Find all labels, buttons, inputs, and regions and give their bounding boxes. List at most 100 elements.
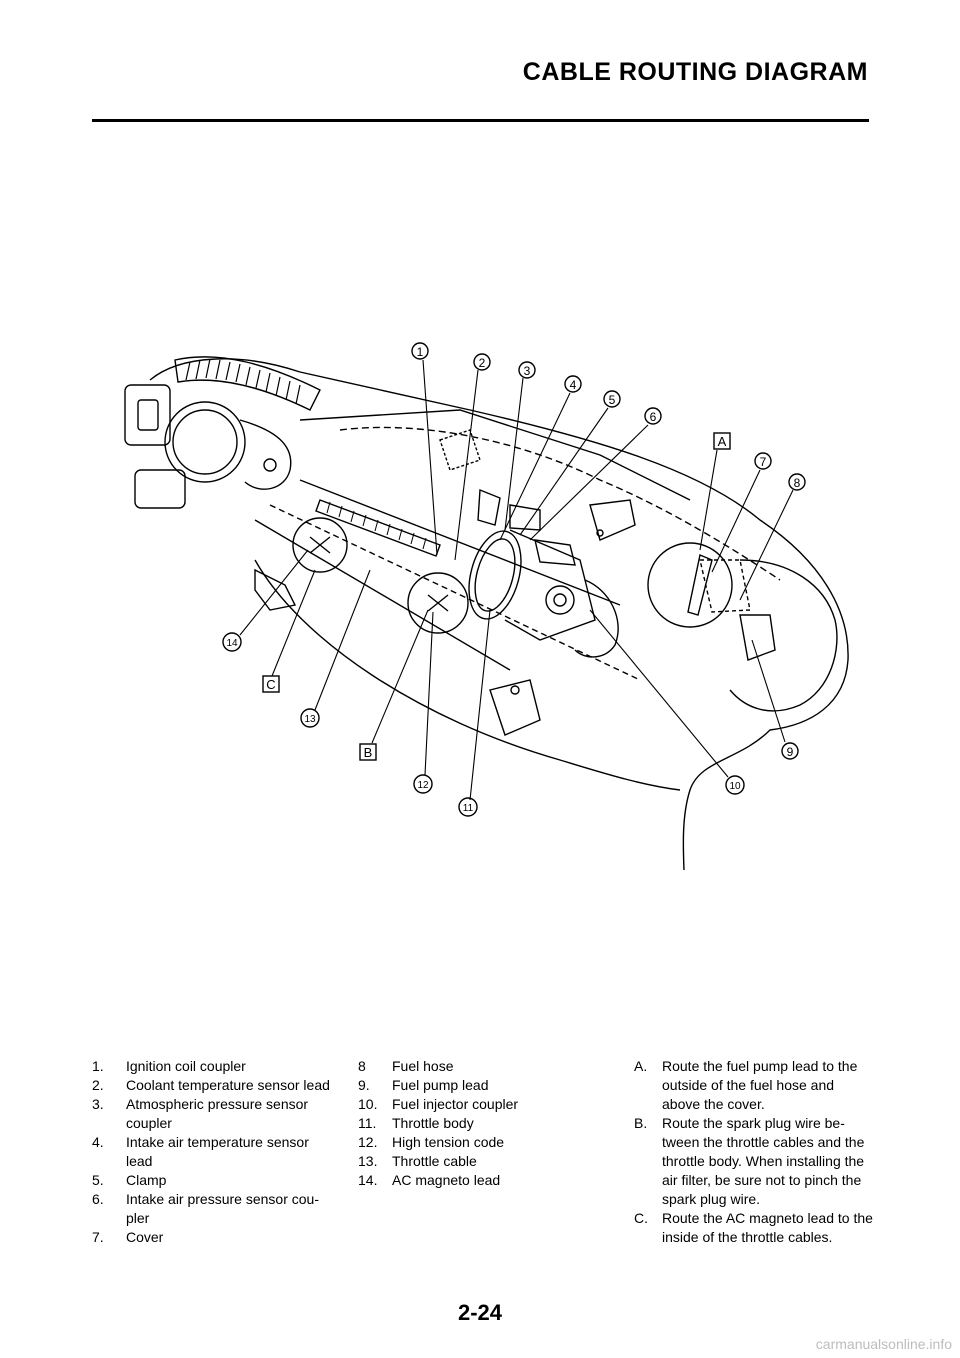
upper-frame-line bbox=[299, 409, 691, 501]
legend-item: 13.Throttle cable bbox=[358, 1153, 477, 1169]
callout-11: 11 bbox=[458, 797, 478, 817]
callout-9: 9 bbox=[781, 742, 799, 760]
letter-box-a: A bbox=[713, 432, 731, 450]
letter-box-b: B bbox=[359, 743, 377, 761]
ignition-coil-coupler bbox=[124, 384, 171, 446]
cylinder-head-hatching bbox=[185, 358, 301, 405]
callout-4-label: 4 bbox=[570, 378, 577, 392]
lower-bracket bbox=[489, 679, 541, 736]
callout-2: 2 bbox=[473, 353, 491, 371]
subframe-line-3 bbox=[254, 519, 511, 671]
throttle-body-flange bbox=[468, 530, 522, 620]
legend-item: 12.High tension code bbox=[358, 1134, 505, 1150]
callout-5: 5 bbox=[603, 390, 621, 408]
throttle-body-housing bbox=[504, 529, 596, 641]
ignition-coil-body bbox=[164, 401, 246, 483]
throttle-body-bore bbox=[474, 538, 516, 612]
letter-b-label: B bbox=[364, 745, 373, 760]
frame-outline bbox=[149, 358, 849, 871]
rear-fender bbox=[729, 559, 838, 712]
callout-11-label: 11 bbox=[463, 803, 474, 814]
cylinder-head-band bbox=[174, 356, 321, 411]
callout-13: 13 bbox=[300, 708, 320, 728]
callout-7: 7 bbox=[754, 452, 772, 470]
fuel-pump-cover bbox=[699, 559, 751, 613]
coupler-inner bbox=[137, 399, 159, 431]
callout-9-label: 9 bbox=[787, 745, 794, 759]
callout-1: 1 bbox=[411, 342, 429, 360]
legend-item: 6.Intake air pressure sensor cou-pler bbox=[92, 1191, 319, 1226]
sensor-bundle bbox=[439, 429, 481, 471]
magneto-coupler bbox=[254, 568, 297, 611]
callout-6-label: 6 bbox=[650, 410, 657, 424]
callout-14: 14 bbox=[222, 632, 242, 652]
routing-note-a: A.Route the fuel pump lead to the outsid… bbox=[634, 1058, 858, 1112]
detail-c-cross-2 bbox=[309, 536, 331, 554]
routing-note-b: B.Route the spark plug wire be-tween the… bbox=[634, 1115, 865, 1207]
legend-item: 3.Atmospheric pressure sensor coupler bbox=[92, 1096, 309, 1131]
page-number: 2-24 bbox=[457, 1300, 503, 1325]
legend-item: 1.Ignition coil coupler bbox=[92, 1058, 246, 1074]
callout-13-label: 13 bbox=[304, 714, 316, 725]
fuel-injector bbox=[534, 539, 576, 566]
callout-12: 12 bbox=[413, 774, 433, 794]
callout-1-label: 1 bbox=[417, 345, 424, 359]
letter-a-label: A bbox=[718, 434, 727, 449]
watermark: carmanualsonline.info bbox=[815, 1336, 952, 1352]
sensor-coupler bbox=[477, 488, 501, 526]
letter-box-c: C bbox=[262, 675, 280, 693]
cable-routing-illustration: 1 2 3 4 5 6 7 8 9 10 11 12 13 14 A B C bbox=[124, 342, 849, 871]
legend-item: 5.Clamp bbox=[92, 1172, 167, 1188]
air-filter-joint bbox=[574, 579, 619, 658]
tank-bracket bbox=[589, 499, 636, 541]
legend-item: 10.Fuel injector coupler bbox=[358, 1096, 519, 1112]
callout-8: 8 bbox=[788, 473, 806, 491]
legend-item: 7.Cover bbox=[92, 1229, 164, 1245]
callout-2-label: 2 bbox=[479, 356, 486, 370]
tank-line bbox=[339, 426, 781, 581]
sleeve-hatching bbox=[326, 501, 427, 550]
leader-lines bbox=[239, 359, 794, 801]
callout-3: 3 bbox=[518, 361, 536, 379]
lower-frame-line bbox=[254, 559, 681, 791]
callout-3-label: 3 bbox=[524, 364, 531, 378]
subframe-line bbox=[299, 479, 621, 606]
lower-coupler bbox=[134, 469, 186, 509]
lower-bracket-bolt bbox=[510, 685, 520, 695]
detail-a-tie bbox=[687, 554, 713, 616]
header-divider bbox=[92, 119, 869, 122]
callout-8-label: 8 bbox=[794, 476, 801, 490]
callout-10-label: 10 bbox=[729, 781, 741, 792]
callout-5-label: 5 bbox=[609, 393, 616, 407]
detail-b-cross-2 bbox=[427, 594, 449, 612]
legend-item: 4.Intake air temperature sensor lead bbox=[92, 1134, 309, 1169]
bracket-bolt bbox=[263, 458, 277, 472]
page-title: CABLE ROUTING DIAGRAM bbox=[522, 58, 868, 86]
clamp-detail bbox=[739, 614, 776, 661]
routing-notes: A.Route the fuel pump lead to the outsid… bbox=[634, 1057, 874, 1247]
callout-14-label: 14 bbox=[226, 638, 238, 649]
callout-4: 4 bbox=[564, 375, 582, 393]
throttle-pulley bbox=[545, 585, 575, 615]
callout-6: 6 bbox=[644, 407, 662, 425]
legend-item: 9.Fuel pump lead bbox=[358, 1077, 489, 1093]
ignition-coil-inner bbox=[172, 409, 238, 475]
callout-7-label: 7 bbox=[760, 455, 767, 469]
detail-circle-a bbox=[647, 542, 733, 628]
subframe-line-2 bbox=[269, 504, 641, 681]
legend-item: 11.Throttle body bbox=[358, 1115, 474, 1131]
legend-parts-1-7: 1.Ignition coil coupler 2.Coolant temper… bbox=[92, 1057, 332, 1247]
detail-circle-c bbox=[292, 517, 348, 573]
tank-bracket-bolt bbox=[596, 529, 604, 537]
letter-c-label: C bbox=[266, 677, 275, 692]
legend-item: 14.AC magneto lead bbox=[358, 1172, 501, 1188]
throttle-pulley-hub bbox=[553, 593, 567, 607]
coil-bracket bbox=[239, 419, 292, 490]
detail-circle-b bbox=[407, 572, 469, 634]
callout-12-label: 12 bbox=[417, 780, 429, 791]
routing-note-c: C.Route the AC magneto lead to the insid… bbox=[634, 1210, 873, 1245]
legend-item: 2.Coolant temperature sensor lead bbox=[92, 1077, 330, 1093]
throttle-cable-sleeve bbox=[315, 499, 441, 557]
